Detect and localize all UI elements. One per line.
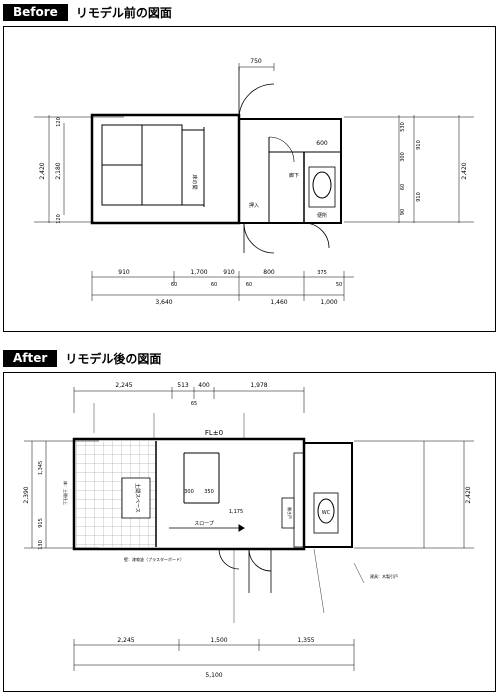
before-dim-left-top: 120 bbox=[56, 117, 62, 127]
before-dim-right-g: 90 bbox=[400, 209, 406, 215]
before-dim-bottom-5: 60 bbox=[246, 282, 252, 288]
after-label-space: 土間スペース bbox=[134, 483, 141, 512]
before-dim-bottom-0: 910 bbox=[118, 269, 130, 276]
after-dim-inner-2: 1,175 bbox=[229, 509, 243, 515]
before-dim-right-f: 300 bbox=[400, 152, 406, 162]
after-drawing-frame: 2,245 513 400 1,978 65 FL±0 2,390 1,345 … bbox=[3, 372, 496, 692]
before-label-closet: 押入 bbox=[249, 202, 259, 209]
before-label-toilet: 便所 bbox=[317, 212, 327, 219]
after-dim-bottom-total: 5,100 bbox=[205, 672, 222, 679]
after-dim-bottom-2: 1,355 bbox=[297, 637, 314, 644]
before-tag: Before bbox=[3, 4, 68, 21]
after-title: リモデル後の図面 bbox=[65, 352, 162, 366]
after-dim-left-total: 2,390 bbox=[23, 486, 30, 503]
after-fl-label: FL±0 bbox=[205, 429, 223, 437]
before-dim-bottom-3: 60 bbox=[211, 282, 217, 288]
after-dim-top-2: 400 bbox=[198, 382, 210, 389]
after-dim-left-a: 1,345 bbox=[38, 461, 44, 475]
before-dim-left-total: 2,420 bbox=[39, 162, 46, 179]
before-dim-bottom-6: 800 bbox=[263, 269, 275, 276]
before-label-tokonoma: 床の間 bbox=[191, 174, 198, 189]
before-dim-top: 750 bbox=[250, 58, 262, 65]
before-dim-right-a: 910 bbox=[416, 140, 422, 150]
after-dim-bottom-1: 1,500 bbox=[210, 637, 227, 644]
after-dim-bottom-0: 2,245 bbox=[117, 637, 134, 644]
before-dim-bottom-7: 375 bbox=[317, 270, 327, 276]
before-dim-mid-right: 600 bbox=[316, 140, 328, 147]
after-header: After リモデル後の図面 bbox=[3, 350, 161, 367]
before-dim-right-e: 530 bbox=[400, 122, 406, 132]
before-dim-total-0: 3,640 bbox=[155, 299, 172, 306]
before-dim-bottom-1: 60 bbox=[171, 282, 177, 288]
before-dim-right-c: 60 bbox=[400, 184, 406, 190]
after-note-left: 床：土間仕上 bbox=[63, 481, 69, 505]
after-floor-plan: 2,245 513 400 1,978 65 FL±0 2,390 1,345 … bbox=[23, 382, 474, 679]
after-label-wc: WC bbox=[322, 510, 331, 516]
before-dim-bottom-2: 1,700 bbox=[190, 269, 207, 276]
after-dim-top-sub: 65 bbox=[191, 401, 197, 407]
after-note-bottom: 壁：漆喰塗（プラスターボード） bbox=[124, 556, 184, 562]
after-dim-inner-1: 350 bbox=[204, 489, 214, 495]
before-dim-total-1: 1,460 bbox=[270, 299, 287, 306]
after-dim-inner-0: 300 bbox=[184, 489, 194, 495]
after-note-right: 建具：木製引戸 bbox=[370, 573, 398, 579]
before-dim-right-total: 2,420 bbox=[461, 162, 468, 179]
after-dim-top-3: 1,978 bbox=[250, 382, 267, 389]
before-dim-bottom-8: 50 bbox=[336, 282, 342, 288]
before-dim-right-b: 910 bbox=[416, 192, 422, 202]
before-floor-plan: 750 600 2,420 2,180 120 120 2,420 910 91… bbox=[34, 58, 474, 306]
before-dim-left-inner: 2,180 bbox=[55, 162, 62, 179]
after-dim-left-c: 130 bbox=[38, 540, 44, 550]
before-header: Before リモデル前の図面 bbox=[3, 4, 172, 21]
before-title: リモデル前の図面 bbox=[75, 6, 172, 20]
after-tag: After bbox=[3, 350, 58, 367]
after-label-door: 開き戸 bbox=[287, 507, 293, 519]
before-drawing-frame: 750 600 2,420 2,180 120 120 2,420 910 91… bbox=[3, 26, 496, 332]
after-dim-top-1: 513 bbox=[177, 382, 189, 389]
before-dim-left-bottom: 120 bbox=[56, 214, 62, 224]
before-dim-bottom-4: 910 bbox=[223, 269, 235, 276]
after-dim-left-b: 915 bbox=[38, 518, 44, 528]
before-label-corridor: 廊下 bbox=[289, 172, 299, 179]
after-dim-right-total: 2,420 bbox=[465, 486, 472, 503]
after-dim-top-0: 2,245 bbox=[115, 382, 132, 389]
after-label-slope: スロープ bbox=[194, 521, 214, 527]
before-dim-total-2: 1,000 bbox=[320, 299, 337, 306]
